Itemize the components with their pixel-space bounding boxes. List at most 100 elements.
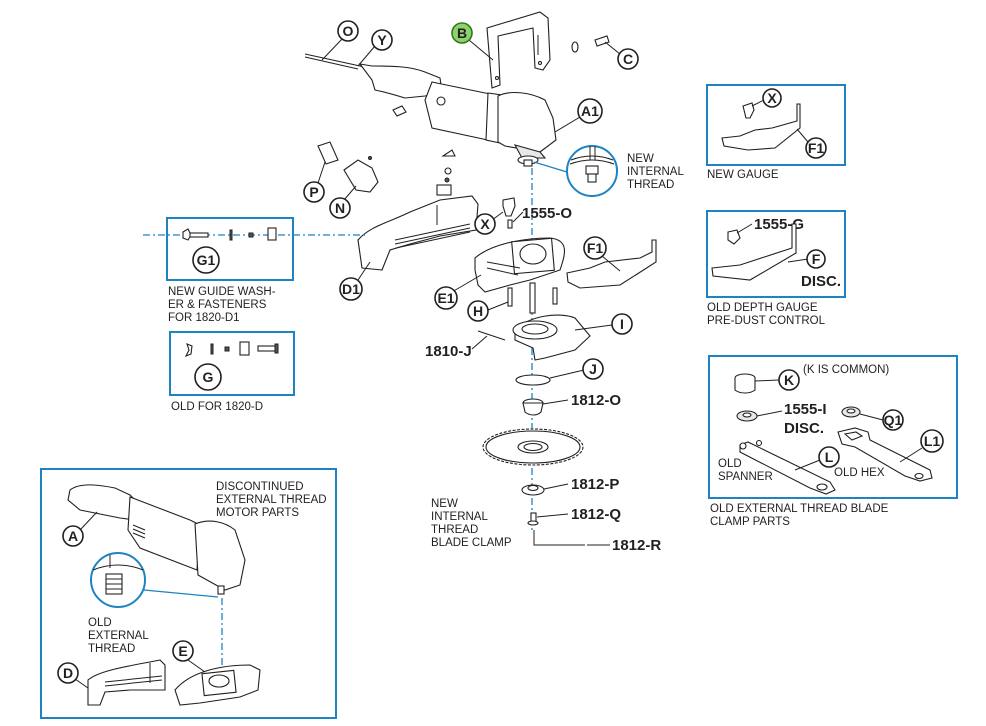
svg-text:G: G — [203, 369, 214, 385]
bail-handle — [486, 11, 551, 89]
note-old-external-thread-2: EXTERNAL — [88, 630, 149, 642]
note-new-guide-washer-2: ER & FASTENERS — [168, 299, 267, 311]
old-base-e — [174, 664, 261, 706]
part-1812-R[interactable]: 1812-R — [612, 537, 661, 554]
svg-text:I: I — [620, 316, 624, 332]
callout-C[interactable]: C — [617, 48, 639, 70]
gauge-knob — [742, 102, 755, 119]
svg-text:C: C — [623, 51, 633, 67]
svg-text:F1: F1 — [808, 140, 825, 156]
note-discontinued-3: MOTOR PARTS — [216, 507, 299, 519]
saw-blade — [482, 428, 584, 466]
dust-port-parts — [317, 141, 456, 196]
callout-A1[interactable]: A1 — [577, 98, 603, 124]
callout-K[interactable]: K — [778, 369, 800, 391]
note-blade-clamp-2: INTERNAL — [431, 511, 488, 523]
note-blade-clamp-4: BLADE CLAMP — [431, 537, 512, 549]
callout-L1[interactable]: L1 — [920, 429, 944, 453]
box-discontinued-motor — [40, 468, 337, 719]
callout-E[interactable]: E — [172, 640, 194, 662]
svg-text:N: N — [335, 200, 345, 216]
old-motor — [67, 484, 246, 595]
svg-text:L1: L1 — [924, 433, 941, 449]
callout-B[interactable]: B — [451, 22, 473, 44]
motor-assembly — [304, 53, 557, 167]
part-1555-I[interactable]: 1555-I — [784, 401, 827, 418]
guide-fasteners-old — [184, 341, 279, 358]
note-blade-clamp-3: THREAD — [431, 524, 478, 536]
box-new-guide-washer — [166, 217, 294, 281]
note-old-external-thread-3: THREAD — [88, 643, 135, 655]
note-old-external-thread-1: OLD — [88, 617, 112, 629]
svg-text:J: J — [589, 361, 597, 377]
ring-j — [515, 374, 551, 386]
callout-Q1[interactable]: Q1 — [882, 409, 904, 431]
callout-N[interactable]: N — [329, 197, 351, 219]
svg-text:F: F — [812, 251, 821, 267]
callout-O[interactable]: O — [337, 20, 359, 42]
knob-x — [502, 197, 516, 217]
callout-D[interactable]: D — [57, 662, 79, 684]
note-old-spanner-1: OLD — [718, 458, 742, 470]
guide-fasteners-new — [182, 227, 277, 241]
svg-text:Q1: Q1 — [884, 412, 903, 428]
callout-G[interactable]: G — [194, 363, 222, 391]
callout-I[interactable]: I — [611, 313, 633, 335]
callout-A[interactable]: A — [62, 525, 84, 547]
note-new-gauge: NEW GAUGE — [707, 169, 779, 181]
note-blade-clamp-1: NEW — [431, 498, 458, 510]
svg-text:X: X — [480, 216, 490, 232]
clamp-1812-P — [521, 484, 545, 496]
svg-text:H: H — [473, 303, 483, 319]
part-1812-Q[interactable]: 1812-Q — [571, 506, 621, 523]
box-old-external-clamp — [708, 355, 958, 499]
note-new-internal-thread-3: THREAD — [627, 179, 674, 191]
box-new-gauge — [706, 84, 846, 166]
svg-text:D: D — [63, 665, 73, 681]
box-old-depth-gauge — [706, 210, 846, 298]
guard-plate-i — [512, 314, 591, 361]
new-gauge-part — [721, 103, 801, 151]
note-k-common: (K IS COMMON) — [803, 364, 889, 376]
note-new-guide-washer-1: NEW GUIDE WASH- — [168, 286, 276, 298]
box-old-for-1820d — [169, 331, 295, 396]
pin-1810-J — [477, 330, 506, 341]
svg-text:D1: D1 — [342, 281, 360, 297]
callout-H[interactable]: H — [467, 300, 489, 322]
note-old-ext-clamp-1: OLD EXTERNAL THREAD BLADE — [710, 503, 889, 515]
svg-text:G1: G1 — [197, 252, 216, 268]
washer — [571, 41, 579, 53]
gear-head — [497, 91, 557, 153]
part-1810-J[interactable]: 1810-J — [425, 343, 472, 360]
callout-J[interactable]: J — [582, 358, 604, 380]
callout-F1-gauge[interactable]: F1 — [805, 137, 827, 159]
callout-E1[interactable]: E1 — [434, 286, 458, 310]
bolt-center — [529, 282, 536, 314]
svg-text:E1: E1 — [437, 290, 454, 306]
screw-c — [594, 35, 610, 47]
svg-text:K: K — [784, 372, 794, 388]
callout-L[interactable]: L — [818, 446, 840, 468]
note-discontinued-1: DISCONTINUED — [216, 481, 304, 493]
callout-F1[interactable]: F1 — [583, 236, 607, 260]
callout-F[interactable]: F — [806, 249, 826, 269]
callout-X[interactable]: X — [474, 213, 496, 235]
note-old-depth-gauge-2: PRE-DUST CONTROL — [707, 315, 826, 327]
svg-text:Y: Y — [377, 32, 387, 48]
svg-text:P: P — [309, 184, 318, 200]
part-1555-O[interactable]: 1555-O — [522, 205, 572, 222]
nut-k — [734, 373, 756, 394]
callout-D1[interactable]: D1 — [339, 277, 363, 301]
svg-text:B: B — [457, 25, 467, 41]
flange-1812-O — [522, 398, 544, 416]
bolt-h-right — [552, 287, 558, 305]
callout-X-gauge[interactable]: X — [762, 88, 782, 108]
callout-P[interactable]: P — [303, 181, 325, 203]
callout-G1[interactable]: G1 — [192, 246, 220, 274]
hex-key-1812-R — [533, 530, 585, 546]
svg-text:O: O — [343, 23, 354, 39]
part-1812-P[interactable]: 1812-P — [571, 476, 619, 493]
callout-Y[interactable]: Y — [371, 29, 393, 51]
part-1812-O[interactable]: 1812-O — [571, 392, 621, 409]
